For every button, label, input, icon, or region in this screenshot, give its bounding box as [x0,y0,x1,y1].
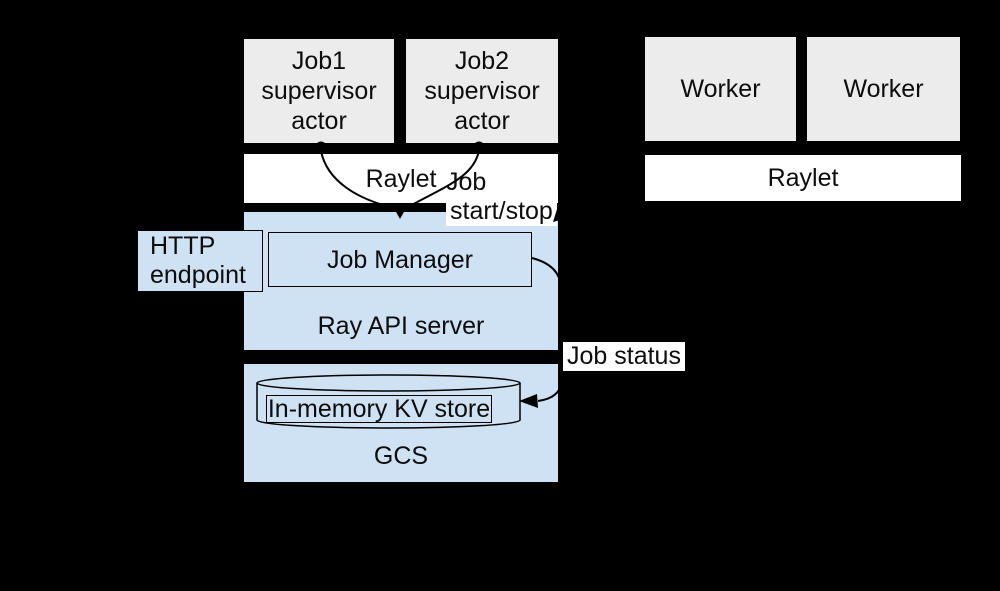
kv-store-label-box: In-memory KV store [266,394,492,423]
job-start-stop-label-line1: Job [442,168,491,197]
job-status-label: Job status [563,342,685,371]
job1-supervisor-actor-box: Job1 supervisor actor [242,37,396,145]
job-start-stop-label-line2: start/stop [446,197,557,226]
worker1-box: Worker [643,35,798,143]
job2-supervisor-actor-box: Job2 supervisor actor [404,37,560,145]
ray-api-server-label: Ray API server [317,312,485,340]
http-endpoint-box: HTTP endpoint [137,230,263,292]
job-manager-box: Job Manager [268,232,532,287]
worker2-box: Worker [805,35,962,143]
gcs-label: GCS [373,442,429,470]
worker-raylet-box: Raylet [643,153,963,203]
